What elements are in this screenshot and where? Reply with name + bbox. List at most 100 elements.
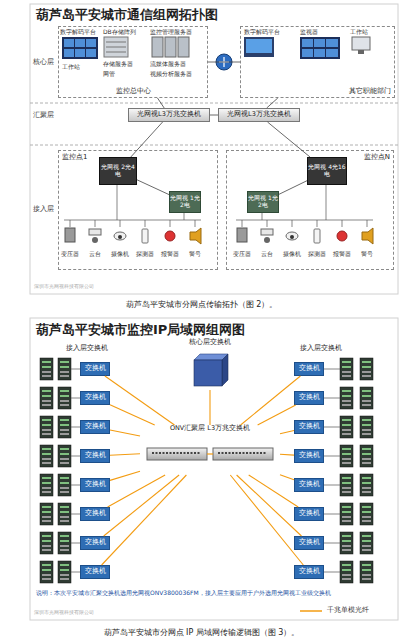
video-wall bbox=[62, 37, 98, 59]
fiber-link bbox=[110, 471, 140, 480]
screen bbox=[75, 39, 85, 47]
device-name: 摄像机 bbox=[280, 250, 305, 257]
node-text: 光网视 1光2电 bbox=[170, 195, 200, 209]
stack-link bbox=[207, 453, 213, 454]
network-link bbox=[131, 122, 163, 157]
access-switch-tag: 交换机 bbox=[294, 565, 324, 579]
note-text: 说明：本次平安城市汇聚交换机选用光网视ONV3800036FM，接入层主要应用于… bbox=[36, 589, 396, 596]
node-text: 交换机 bbox=[85, 481, 106, 488]
core-switch-cube bbox=[222, 354, 228, 386]
center-zone: 其它职能部门 bbox=[240, 26, 395, 98]
fiber-link bbox=[102, 475, 187, 565]
node-text: 交换机 bbox=[85, 423, 106, 430]
network-link bbox=[268, 122, 311, 157]
access-switch-tag: 交换机 bbox=[294, 507, 324, 521]
node-text: 其它职能部门 bbox=[349, 87, 391, 95]
fiber-link bbox=[110, 430, 140, 436]
node-text: 交换机 bbox=[299, 510, 320, 517]
node-text: 交换机 bbox=[85, 510, 106, 517]
figure-frame bbox=[30, 318, 398, 620]
node-text: 交换机 bbox=[85, 539, 106, 546]
detector-icon bbox=[314, 229, 320, 243]
column-heading: 接入层交换机 bbox=[300, 344, 342, 352]
node-text: 核心层交换机 bbox=[189, 338, 231, 346]
l3-switch-group: ONV汇聚层 L3万兆交换机 bbox=[140, 425, 280, 475]
layer-name: 接入层 bbox=[33, 205, 54, 213]
fiber-link bbox=[108, 475, 166, 507]
equipment-name: DB存储阵列 bbox=[103, 28, 136, 35]
watermark: 深圳市光网视科技有限公司 bbox=[34, 283, 94, 289]
disk-slot bbox=[106, 52, 126, 53]
equipment-name: 监视器 bbox=[300, 28, 318, 35]
column-heading: 接入层交换机 bbox=[66, 344, 108, 352]
camera-lens bbox=[290, 235, 294, 239]
equipment-name: 工作站 bbox=[350, 28, 368, 35]
access-switch-tag: 交换机 bbox=[294, 391, 324, 405]
workstation-monitor bbox=[352, 37, 370, 50]
network-link bbox=[208, 62, 240, 63]
node-text: 交换机 bbox=[299, 394, 320, 401]
core-switch: 核心层交换机 bbox=[180, 338, 240, 390]
device-name: 探测器 bbox=[133, 250, 158, 257]
device-name: 云台 bbox=[255, 250, 280, 257]
fiber-link bbox=[280, 454, 294, 456]
mini-switch: 光网视 1光2电 bbox=[169, 191, 201, 213]
fiber-link bbox=[237, 475, 302, 536]
access-switch: 光网视 4光16电 bbox=[307, 157, 347, 185]
figure-title: 葫芦岛平安城市通信组网拓扑图 bbox=[36, 7, 218, 23]
network-link bbox=[158, 98, 165, 108]
access-switch-tag: 交换机 bbox=[80, 362, 110, 376]
node-text: 交换机 bbox=[299, 539, 320, 546]
l3-switch: 光网视L3万兆交换机 bbox=[128, 108, 210, 122]
screen bbox=[75, 49, 85, 57]
screen bbox=[64, 49, 74, 57]
legend-line bbox=[300, 610, 322, 612]
access-switch-tag: 交换机 bbox=[80, 478, 110, 492]
network-link bbox=[210, 115, 218, 116]
node-text: ONV汇聚层 L3万兆交换机 bbox=[170, 425, 250, 432]
node-text: 光网视 4光16电 bbox=[308, 164, 346, 178]
screen bbox=[302, 39, 313, 47]
access-switch-tag: 交换机 bbox=[80, 420, 110, 434]
access-switch-tag: 交换机 bbox=[294, 449, 324, 463]
figure-caption: 葫芦岛平安城市分网点传输拓扑（图 2）。 bbox=[0, 300, 403, 310]
node-text: 交换机 bbox=[85, 568, 106, 575]
screen bbox=[246, 39, 272, 53]
node-text: 交换机 bbox=[299, 365, 320, 372]
camera-lens bbox=[118, 235, 122, 239]
mini-switch: 光网视 1光2电 bbox=[247, 191, 279, 213]
network-link bbox=[279, 181, 307, 195]
disk-slot bbox=[106, 42, 126, 43]
access-switch-tag: 交换机 bbox=[80, 391, 110, 405]
workstation-base bbox=[358, 50, 364, 54]
access-switch-tag: 交换机 bbox=[294, 420, 324, 434]
equipment-name: 数字解码平台 bbox=[60, 28, 96, 35]
transformer-icon bbox=[237, 228, 247, 242]
server-tower bbox=[165, 37, 176, 57]
ptz-icon bbox=[264, 237, 270, 243]
screen bbox=[314, 49, 325, 57]
siren-icon bbox=[362, 228, 373, 244]
detector-icon bbox=[142, 229, 148, 243]
access-switch-tag: 交换机 bbox=[80, 507, 110, 521]
video-wall bbox=[300, 37, 340, 59]
node-text: 交换机 bbox=[85, 452, 106, 459]
server-tower bbox=[152, 37, 163, 57]
node-text: 交换机 bbox=[299, 481, 320, 488]
access-switch-tag: 交换机 bbox=[294, 478, 324, 492]
node-text: 监控点1 bbox=[62, 153, 87, 161]
access-switch-tag: 交换机 bbox=[80, 449, 110, 463]
screen bbox=[86, 39, 96, 47]
access-switch-tag: 交换机 bbox=[80, 536, 110, 550]
node-text: 交换机 bbox=[85, 394, 106, 401]
disk-array bbox=[104, 37, 128, 57]
access-switch-tag: 交换机 bbox=[80, 565, 110, 579]
figure-caption: 葫芦岛平安城市分网点 IP 局域网传输逻辑图（图 3）。 bbox=[0, 628, 403, 638]
access-switch: 光网视 2光4电 bbox=[99, 157, 137, 185]
fiber-link bbox=[209, 390, 210, 425]
l3-switch: 光网视L3万兆交换机 bbox=[218, 108, 300, 122]
core-switch-cube bbox=[194, 360, 222, 386]
device-name: 警号 bbox=[355, 250, 380, 257]
layer-name: 汇聚层 bbox=[33, 111, 54, 119]
equipment-name: 数字解码平台 bbox=[244, 28, 280, 35]
